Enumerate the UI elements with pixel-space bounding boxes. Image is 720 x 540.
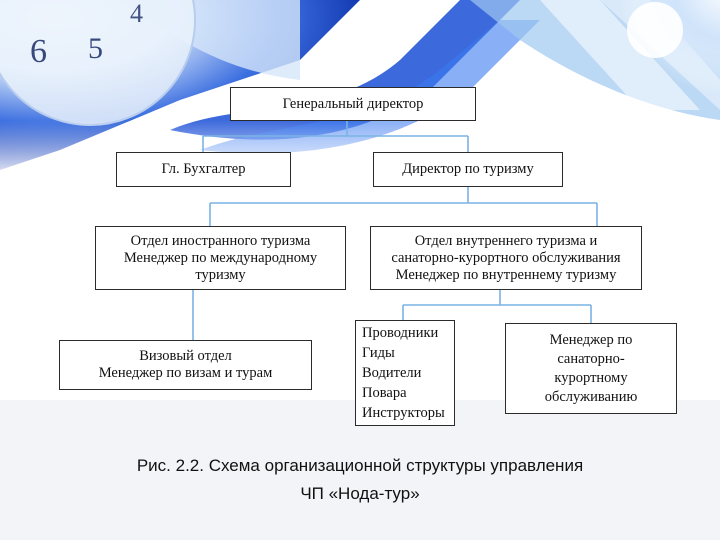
domestic-dept-line-1: Отдел внутреннего туризма и: [414, 232, 598, 249]
staff-item-3: Водители: [362, 365, 422, 381]
tourism-director-label: Директор по туризму: [402, 161, 534, 177]
sanatorium-manager-line-2: санаторно-: [557, 350, 625, 367]
foreign-dept-line-3: туризму: [195, 266, 246, 283]
staff-box: Проводники Гиды Водители Повара Инструкт…: [355, 320, 455, 426]
foreign-dept-line-1: Отдел иностранного туризма: [130, 232, 311, 249]
domestic-dept-line-3: Менеджер по внутреннему туризму: [395, 266, 617, 283]
general-director-box: Генеральный директор: [230, 87, 476, 121]
foreign-dept-line-2: Менеджер по международному: [123, 249, 318, 266]
staff-item-4: Повара: [362, 385, 407, 401]
general-director-label: Генеральный директор: [282, 95, 424, 112]
staff-item-1: Проводники: [362, 325, 439, 341]
tourism-director-box: Директор по туризму: [373, 152, 563, 187]
sanatorium-manager-line-1: Менеджер по: [549, 331, 633, 348]
staff-item-5: Инструкторы: [362, 405, 445, 421]
chief-accountant-label: Гл. Бухгалтер: [161, 161, 246, 177]
figure-caption-line-2: ЧП «Нода-тур»: [300, 484, 420, 503]
visa-dept-line-1: Визовый отдел: [139, 348, 232, 364]
sanatorium-manager-line-3: курортному: [554, 369, 628, 386]
sanatorium-manager-line-4: обслуживанию: [544, 388, 638, 405]
svg-text:4: 4: [130, 0, 143, 28]
chief-accountant-box: Гл. Бухгалтер: [116, 152, 291, 187]
foreign-tourism-dept-box: Отдел иностранного туризма Менеджер по м…: [95, 226, 346, 290]
staff-item-2: Гиды: [362, 345, 395, 361]
domestic-tourism-dept-box: Отдел внутреннего туризма и санаторно-ку…: [370, 226, 642, 290]
svg-text:5: 5: [88, 32, 103, 65]
domestic-dept-line-2: санаторно-курортного обслуживания: [391, 249, 621, 266]
figure-caption-line-1: Рис. 2.2. Схема организационной структур…: [136, 456, 584, 475]
visa-dept-box: Визовый отдел Менеджер по визам и турам: [59, 340, 312, 390]
visa-dept-line-2: Менеджер по визам и турам: [98, 365, 273, 381]
sanatorium-manager-box: Менеджер по санаторно- курортному обслуж…: [505, 323, 677, 414]
svg-text:6: 6: [30, 33, 47, 70]
